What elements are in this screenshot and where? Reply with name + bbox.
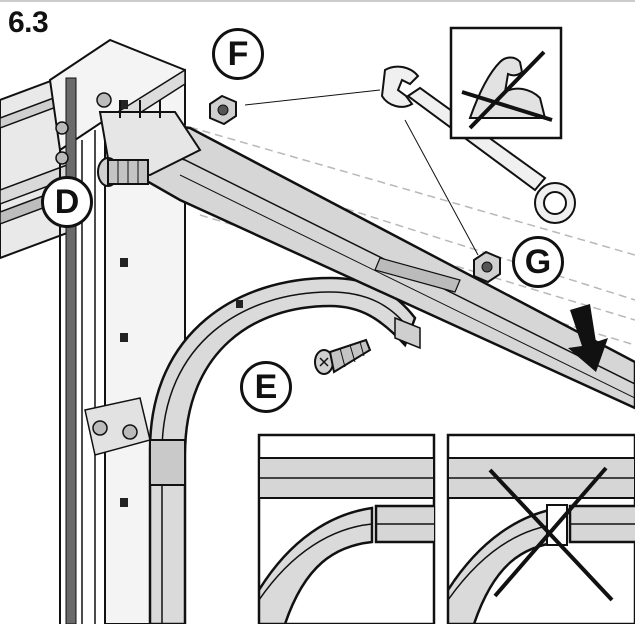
callout-g: G — [512, 236, 564, 288]
down-arrow-icon — [568, 304, 608, 372]
nut-f — [209, 89, 381, 126]
curved-rail — [148, 276, 417, 624]
callout-f: F — [212, 28, 264, 80]
detail-correct-alignment — [257, 433, 436, 624]
callout-d: D — [41, 176, 93, 228]
screw-e — [314, 338, 372, 375]
detail-incorrect-alignment-crossed — [446, 433, 635, 624]
nut-g — [404, 119, 501, 284]
bolt-d — [97, 157, 149, 187]
callout-e: E — [240, 361, 292, 413]
step-number: 6.3 — [8, 6, 49, 39]
no-force-icon — [449, 26, 563, 140]
